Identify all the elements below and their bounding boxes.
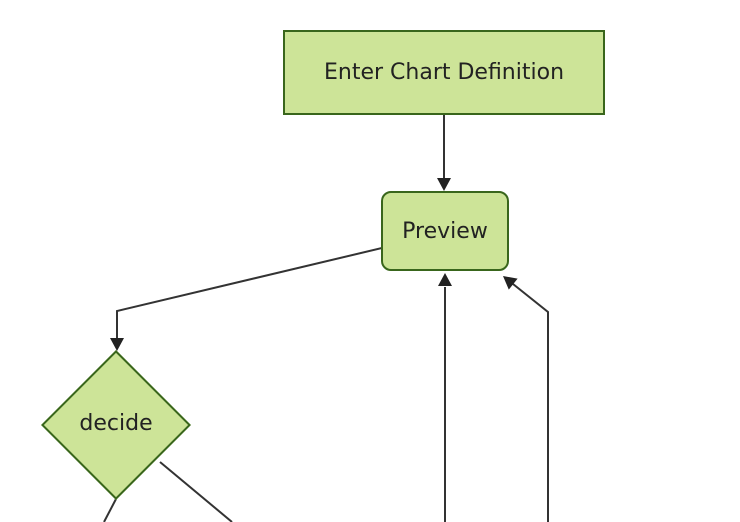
node-enter-chart-definition: Enter Chart Definition (283, 30, 605, 115)
node-decide-label: decide (79, 411, 153, 436)
arrowhead-into-preview-top (437, 178, 451, 191)
arrowhead-into-decide-top (110, 338, 124, 351)
edge-decide-to-bottomleft (103, 498, 117, 522)
node-enter-chart-definition-label: Enter Chart Definition (323, 60, 565, 85)
node-preview-label: Preview (402, 218, 488, 244)
arrowhead-into-preview-bottom (438, 273, 452, 286)
edge-bottomright-to-preview (512, 283, 549, 522)
arrowhead-into-preview-corner (503, 276, 518, 290)
node-preview: Preview (381, 191, 509, 271)
edge-decide-to-bottomright (159, 461, 233, 522)
edge-preview-to-decide (116, 247, 383, 339)
